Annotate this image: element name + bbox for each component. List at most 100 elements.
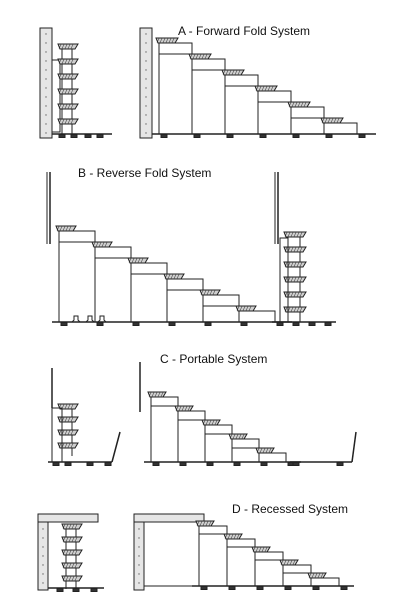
building-wall: [39, 27, 53, 139]
seat-hatch: [67, 404, 71, 409]
seat-hatch: [70, 119, 74, 124]
seat-hatch: [235, 434, 239, 439]
support-foot: [70, 315, 82, 323]
seat-hatch: [231, 70, 235, 75]
seat-hatch: [171, 38, 175, 43]
seat-hatch: [56, 226, 60, 231]
seat-hatch: [290, 247, 294, 252]
wall-texture-dot: [45, 114, 47, 116]
wall-texture-dot: [42, 537, 44, 539]
caster-wheel: [200, 586, 208, 590]
seat-hatch: [211, 420, 215, 425]
seat-hatch: [68, 524, 72, 529]
seat-hatch: [232, 434, 236, 439]
seat-hatch: [64, 443, 68, 448]
caster-wheel: [60, 322, 68, 326]
seat-hatch: [65, 576, 69, 581]
seat-hatch: [134, 258, 138, 263]
seat-hatch: [70, 404, 74, 409]
seat-hatch: [64, 430, 68, 435]
seat-hatch: [65, 226, 69, 231]
seat-hatch: [62, 576, 66, 581]
wall-texture-dot: [145, 60, 147, 62]
seat-hatch: [258, 547, 262, 552]
seat-hatch: [131, 258, 135, 263]
seat-hatch: [59, 226, 63, 231]
seat-hatch: [300, 102, 304, 107]
seat-hatch: [239, 306, 243, 311]
wall-texture-dot: [45, 132, 47, 134]
column-frame: [51, 59, 61, 133]
seat-hatch: [58, 44, 62, 49]
riser-frame: [224, 74, 259, 87]
seat-hatch: [267, 86, 271, 91]
seat-hatch: [296, 307, 300, 312]
recessed-system-title: D - Recessed System: [232, 502, 349, 516]
seat-hatch: [74, 563, 78, 568]
caster-wheel: [256, 586, 264, 590]
seat-hatch: [241, 434, 245, 439]
seat-hatch: [101, 242, 105, 247]
seat-hatch: [65, 563, 69, 568]
seat-hatch: [65, 550, 69, 555]
seat-hatch: [128, 258, 132, 263]
riser-frame: [94, 246, 132, 259]
seat-hatch: [293, 292, 297, 297]
caster-wheel: [325, 134, 333, 138]
seat-hatch: [296, 292, 300, 297]
seat-hatch: [293, 232, 297, 237]
wall-texture-dot: [42, 564, 44, 566]
seat-hatch: [67, 74, 71, 79]
wall-texture-dot: [42, 582, 44, 584]
seat-hatch: [61, 74, 65, 79]
wall-texture-dot: [138, 573, 140, 575]
wall-texture-dot: [145, 51, 147, 53]
seat-hatch: [67, 44, 71, 49]
caster-wheel: [284, 586, 292, 590]
seat-hatch: [64, 59, 68, 64]
wall-texture-dot: [45, 60, 47, 62]
riser-frame: [226, 538, 256, 548]
support-foot: [96, 315, 108, 323]
seat-hatch: [228, 70, 232, 75]
seat-hatch: [64, 417, 68, 422]
seat-hatch: [333, 118, 337, 123]
portable-system-title: C - Portable System: [160, 352, 268, 366]
seat-hatch: [61, 89, 65, 94]
seat-hatch: [74, 524, 78, 529]
tow-handle: [111, 431, 121, 463]
seat-hatch: [64, 44, 68, 49]
riser-frame: [177, 410, 206, 421]
reverse-fold-system-title: B - Reverse Fold System: [78, 166, 212, 180]
seat-hatch: [74, 537, 78, 542]
seat-hatch: [299, 277, 303, 282]
seat-hatch: [67, 59, 71, 64]
riser-frame: [238, 310, 276, 323]
seat-hatch: [214, 420, 218, 425]
seat-hatch: [293, 247, 297, 252]
seat-hatch: [201, 54, 205, 59]
seat-hatch: [229, 434, 233, 439]
seat-hatch: [74, 550, 78, 555]
seat-hatch: [261, 547, 265, 552]
caster-wheel: [260, 462, 268, 466]
wall-texture-dot: [145, 96, 147, 98]
seat-hatch: [204, 54, 208, 59]
seat-hatch: [164, 274, 168, 279]
seat-hatch: [189, 54, 193, 59]
seat-hatch: [70, 59, 74, 64]
caster-wheel: [70, 134, 78, 138]
wall-texture-dot: [145, 42, 147, 44]
seat-hatch: [290, 262, 294, 267]
wall-texture-dot: [145, 132, 147, 134]
wall-texture-dot: [45, 42, 47, 44]
forward-fold-system-title: A - Forward Fold System: [178, 24, 311, 38]
seat-hatch: [175, 406, 179, 411]
wall-texture-dot: [45, 96, 47, 98]
seat-hatch: [205, 420, 209, 425]
seat-hatch: [205, 521, 209, 526]
caster-wheel: [204, 322, 212, 326]
seat-hatch: [58, 74, 62, 79]
seat-hatch: [311, 573, 315, 578]
